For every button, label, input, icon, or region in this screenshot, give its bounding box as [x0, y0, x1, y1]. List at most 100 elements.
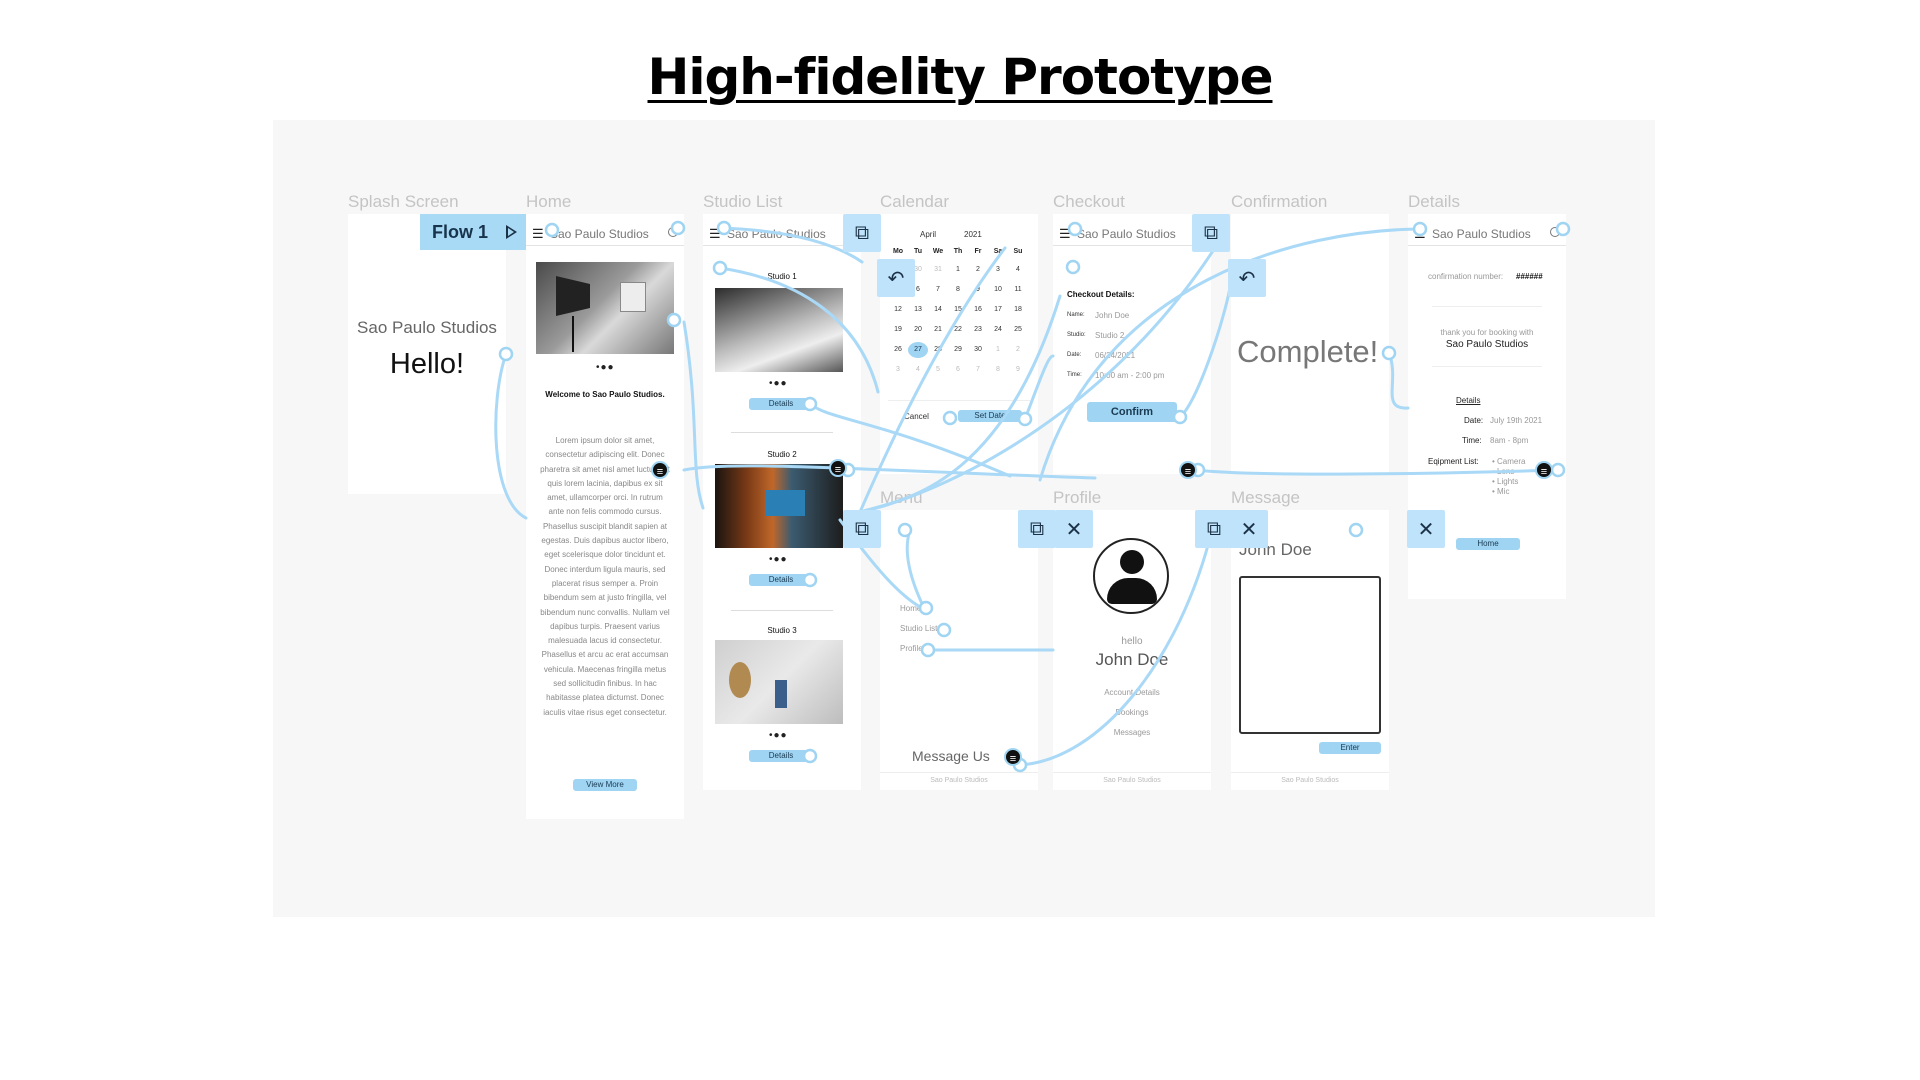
calendar-day[interactable]: 2 — [1016, 346, 1020, 353]
calendar-day[interactable]: 22 — [954, 326, 962, 333]
calendar-day[interactable]: 18 — [1014, 306, 1022, 313]
calendar-day[interactable]: 26 — [894, 346, 902, 353]
back-arrow-icon[interactable]: ↶ — [1228, 259, 1266, 297]
menu-item-profile[interactable]: Profile — [900, 644, 923, 653]
calendar-day[interactable]: 11 — [1014, 286, 1022, 293]
calendar-day[interactable]: 10 — [994, 286, 1002, 293]
calendar-year[interactable]: 2021 — [964, 230, 982, 239]
menu-trigger-icon[interactable]: ≡ — [1535, 461, 1553, 479]
confirm-button[interactable]: Confirm — [1087, 402, 1177, 422]
calendar-day[interactable]: 1 — [956, 266, 960, 273]
menu-trigger-icon[interactable]: ≡ — [829, 459, 847, 477]
details-date-key: Date: — [1464, 416, 1484, 425]
calendar-month[interactable]: April — [920, 230, 937, 239]
frame-profile[interactable]: hello John Doe Account Details Bookings … — [1053, 510, 1211, 790]
hamburger-icon[interactable]: ☰ — [532, 226, 544, 241]
calendar-day[interactable]: 28 — [934, 346, 942, 353]
calendar-day[interactable]: 8 — [956, 286, 960, 293]
calendar-day[interactable]: 17 — [994, 306, 1002, 313]
overlay-icon[interactable]: ⧉ — [843, 510, 881, 548]
calendar-day[interactable]: 14 — [934, 306, 942, 313]
calendar-day[interactable]: 3 — [996, 266, 1000, 273]
hamburger-icon[interactable]: ☰ — [709, 226, 721, 241]
menu-item-studio-list[interactable]: Studio List — [900, 624, 938, 633]
swap-icon[interactable]: ⧉ — [1195, 510, 1233, 548]
calendar-day[interactable]: 24 — [994, 326, 1002, 333]
frame-message[interactable]: John Doe Enter Sao Paulo Studios — [1231, 510, 1389, 790]
calendar-day[interactable]: 19 — [894, 326, 902, 333]
calendar-day[interactable]: 3 — [896, 366, 900, 373]
calendar-day[interactable]: 12 — [894, 306, 902, 313]
profile-link-bookings[interactable]: Bookings — [1115, 708, 1149, 717]
calendar-day[interactable]: 9 — [976, 286, 980, 293]
calendar-day[interactable]: 5 — [936, 366, 940, 373]
swap-icon[interactable]: ⧉ — [843, 214, 881, 252]
calendar-day[interactable]: 16 — [974, 306, 982, 313]
studio-2-details-button[interactable]: Details — [749, 574, 813, 586]
view-more-button[interactable]: View More — [573, 779, 637, 791]
flow-badge[interactable]: Flow 1 — [420, 214, 526, 250]
profile-icon[interactable] — [1550, 227, 1560, 237]
header-brand: Sao Paulo Studios — [727, 227, 826, 241]
studio-1-details-button[interactable]: Details — [749, 398, 813, 410]
frame-splash[interactable]: Sao Paulo Studios Hello! — [348, 214, 506, 494]
close-icon[interactable]: ✕ — [1055, 510, 1093, 548]
carousel-dots[interactable]: •●● — [596, 362, 615, 373]
details-conf-label: confirmation number: — [1428, 272, 1504, 281]
calendar-day[interactable]: 7 — [976, 366, 980, 373]
carousel-dots[interactable]: •●● — [769, 730, 788, 741]
profile-link-messages[interactable]: Messages — [1113, 728, 1151, 737]
calendar-day[interactable]: 4 — [916, 366, 920, 373]
calendar-day[interactable]: 21 — [934, 326, 942, 333]
avatar-icon — [1093, 538, 1169, 614]
calendar-day[interactable]: 7 — [936, 286, 940, 293]
frame-confirmation[interactable]: Complete! — [1231, 214, 1389, 474]
calendar-day-selected[interactable]: 27 — [908, 342, 928, 358]
studio-3-name: Studio 3 — [767, 626, 797, 635]
details-equip-3: • Mic — [1492, 487, 1510, 496]
frame-studio-list[interactable]: ☰ Sao Paulo Studios Studio 1 •●● Details… — [703, 214, 861, 790]
calendar-day[interactable]: 30 — [974, 346, 982, 353]
details-home-button[interactable]: Home — [1456, 538, 1520, 550]
calendar-day[interactable]: 23 — [974, 326, 982, 333]
carousel-dots[interactable]: •●● — [769, 554, 788, 565]
calendar-day[interactable]: 25 — [1014, 326, 1022, 333]
calendar-day[interactable]: 9 — [1016, 366, 1020, 373]
calendar-day[interactable]: 29 — [954, 346, 962, 353]
profile-icon[interactable] — [668, 227, 678, 237]
calendar-day[interactable]: 1 — [996, 346, 1000, 353]
carousel-dots[interactable]: •●● — [769, 378, 788, 389]
calendar-day[interactable]: 13 — [914, 306, 922, 313]
swap-icon[interactable]: ⧉ — [1192, 214, 1230, 252]
calendar-day[interactable]: 31 — [934, 266, 942, 273]
frame-home[interactable]: ☰ Sao Paulo Studios •●● Welcome to Sao P… — [526, 214, 684, 819]
play-icon[interactable] — [506, 225, 518, 239]
message-enter-button[interactable]: Enter — [1319, 742, 1381, 754]
hamburger-icon[interactable]: ☰ — [1414, 226, 1426, 241]
studio-3-details-button[interactable]: Details — [749, 750, 813, 762]
calendar-day[interactable]: 4 — [1016, 266, 1020, 273]
frame-checkout[interactable]: ☰ Sao Paulo Studios Checkout Details: Na… — [1053, 214, 1211, 474]
profile-link-account[interactable]: Account Details — [1104, 688, 1160, 697]
menu-trigger-icon[interactable]: ≡ — [1179, 461, 1197, 479]
menu-item-home[interactable]: Home — [900, 604, 922, 613]
menu-trigger-icon[interactable]: ≡ — [651, 461, 669, 479]
message-textarea[interactable] — [1239, 576, 1381, 734]
menu-message-us[interactable]: Message Us — [912, 748, 990, 764]
swap-icon[interactable]: ⧉ — [1018, 510, 1056, 548]
calendar-day[interactable]: 8 — [996, 366, 1000, 373]
calendar-day[interactable]: 15 — [954, 306, 962, 313]
hamburger-icon[interactable]: ☰ — [1059, 226, 1071, 241]
calendar-day[interactable]: 20 — [914, 326, 922, 333]
frame-calendar[interactable]: April 2021 MoTuWeThFrSaSu293031123456789… — [880, 214, 1038, 474]
calendar-day[interactable]: 2 — [976, 266, 980, 273]
calendar-day[interactable]: 6 — [956, 366, 960, 373]
chat-icon[interactable]: ≡ — [1004, 748, 1022, 766]
checkout-header: ☰ Sao Paulo Studios — [1053, 226, 1211, 246]
home-welcome: Welcome to Sao Paulo Studios. — [545, 390, 665, 399]
calendar-set-date-button[interactable]: Set Date — [958, 410, 1022, 422]
back-arrow-icon[interactable]: ↶ — [877, 259, 915, 297]
close-icon[interactable]: ✕ — [1407, 510, 1445, 548]
close-icon[interactable]: ✕ — [1230, 510, 1268, 548]
calendar-cancel-button[interactable]: Cancel — [904, 412, 929, 421]
